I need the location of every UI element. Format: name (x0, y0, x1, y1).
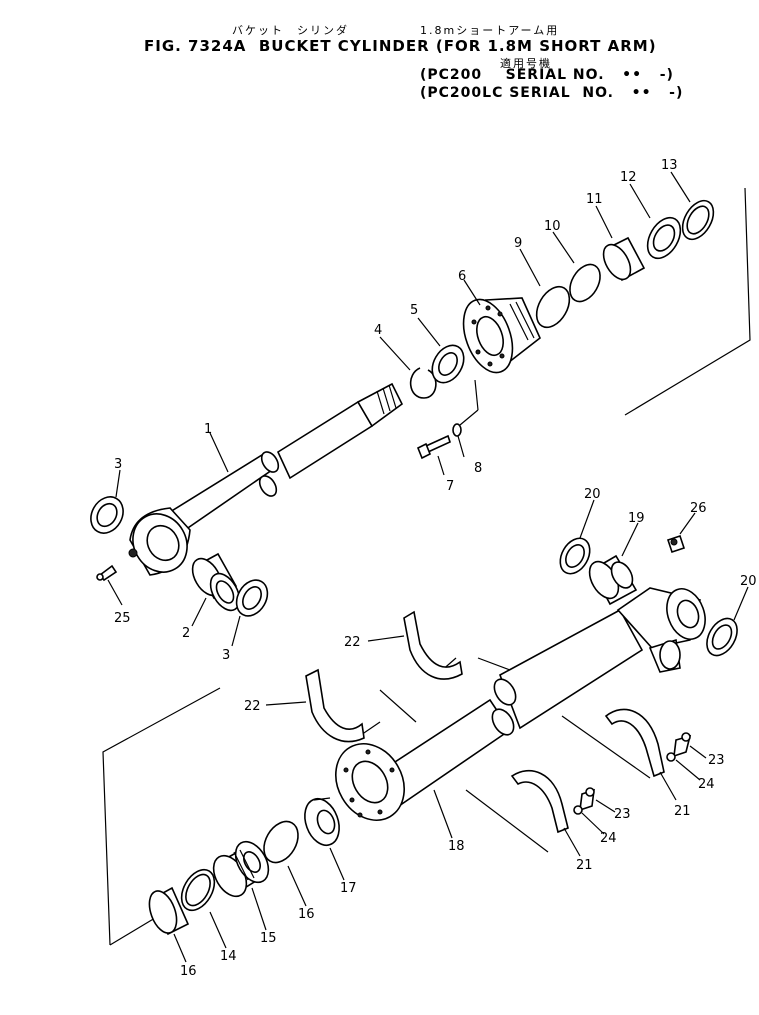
band-21-right (604, 708, 665, 778)
wear-ring-14 (180, 868, 216, 912)
label-part-25: 25 (114, 611, 131, 626)
label-part-4: 4 (374, 323, 382, 338)
dust-seal-3-upper (90, 496, 124, 534)
cylinder-tube-18 (335, 587, 706, 821)
cylinder-head-6 (462, 297, 541, 374)
label-part-20-right: 20 (740, 574, 757, 589)
label-part-14: 14 (220, 949, 237, 964)
label-part-7: 7 (446, 479, 454, 494)
bolt-23-right (673, 732, 692, 758)
label-part-3-lower: 3 (222, 648, 230, 663)
label-part-6: 6 (458, 269, 466, 284)
label-part-1: 1 (204, 422, 212, 437)
label-part-22-lower: 22 (244, 699, 261, 714)
label-part-10: 10 (544, 219, 561, 234)
dust-seal-3-lower (235, 579, 269, 617)
dust-seal-13 (681, 199, 715, 241)
ring-16-upper (263, 820, 299, 864)
washer-8 (452, 423, 462, 437)
label-part-8: 8 (474, 461, 482, 476)
bolt-23-left (579, 787, 595, 812)
label-part-16-upper: 16 (298, 907, 315, 922)
serial-line-pc200: (PC200 SERIAL NO. •• -) (420, 67, 674, 83)
label-part-12: 12 (620, 170, 637, 185)
label-part-21-left: 21 (576, 858, 593, 873)
jp-applicable-models: 適用号機 (500, 57, 552, 70)
bushing-5 (431, 344, 465, 384)
grease-fitting-26 (666, 534, 686, 554)
label-part-22-upper: 22 (344, 635, 361, 650)
dust-seal-20-right (706, 617, 738, 657)
label-part-26: 26 (690, 501, 707, 516)
band-21-left (510, 770, 569, 834)
bushing-11 (602, 236, 646, 282)
piston-15 (212, 840, 270, 898)
label-part-23-left: 23 (614, 807, 631, 822)
grease-fitting-25 (96, 564, 118, 582)
label-part-13: 13 (661, 158, 678, 173)
label-part-9: 9 (514, 236, 522, 251)
label-part-18: 18 (448, 839, 465, 854)
label-part-24-left: 24 (600, 831, 617, 846)
ring-16-lower (148, 886, 190, 936)
band-bracket-22-upper (403, 610, 463, 680)
ring-10 (569, 263, 601, 303)
label-part-3-upper: 3 (114, 457, 122, 472)
band-bracket-22-lower (305, 668, 365, 743)
washer-24-right (666, 752, 676, 762)
jp-title: バケット シリンダ (232, 24, 349, 37)
figure-title: FIG. 7324A BUCKET CYLINDER (FOR 1.8M SHO… (144, 37, 657, 55)
label-part-19: 19 (628, 511, 645, 526)
label-part-16-lower: 16 (180, 964, 197, 979)
bolt-7 (416, 434, 451, 460)
label-part-24-right: 24 (698, 777, 715, 792)
serial-line-pc200lc: (PC200LC SERIAL NO. •• -) (420, 85, 684, 101)
label-part-2: 2 (182, 626, 190, 641)
bushing-2 (191, 552, 241, 612)
washer-24-left (573, 805, 583, 815)
ring-9 (535, 285, 571, 329)
jp-subtitle: 1.8mショートアーム用 (420, 24, 560, 37)
leader-lines (107, 171, 749, 963)
part-number-labels: 1 2 3 3 4 5 6 7 8 9 10 11 12 13 14 15 16… (114, 158, 757, 979)
label-part-11: 11 (586, 192, 603, 207)
label-part-17: 17 (340, 881, 357, 896)
nut-17 (304, 797, 340, 847)
label-part-5: 5 (410, 303, 418, 318)
label-part-21-right: 21 (674, 804, 691, 819)
seal-12 (646, 216, 682, 260)
figure-header: バケット シリンダ 1.8mショートアーム用 FIG. 7324A BUCKET… (0, 0, 759, 110)
label-part-23-right: 23 (708, 753, 725, 768)
dust-seal-20-left (559, 537, 591, 575)
label-part-15: 15 (260, 931, 277, 946)
piston-rod (128, 382, 404, 576)
bushing-19 (588, 554, 638, 606)
label-part-20-left: 20 (584, 487, 601, 502)
